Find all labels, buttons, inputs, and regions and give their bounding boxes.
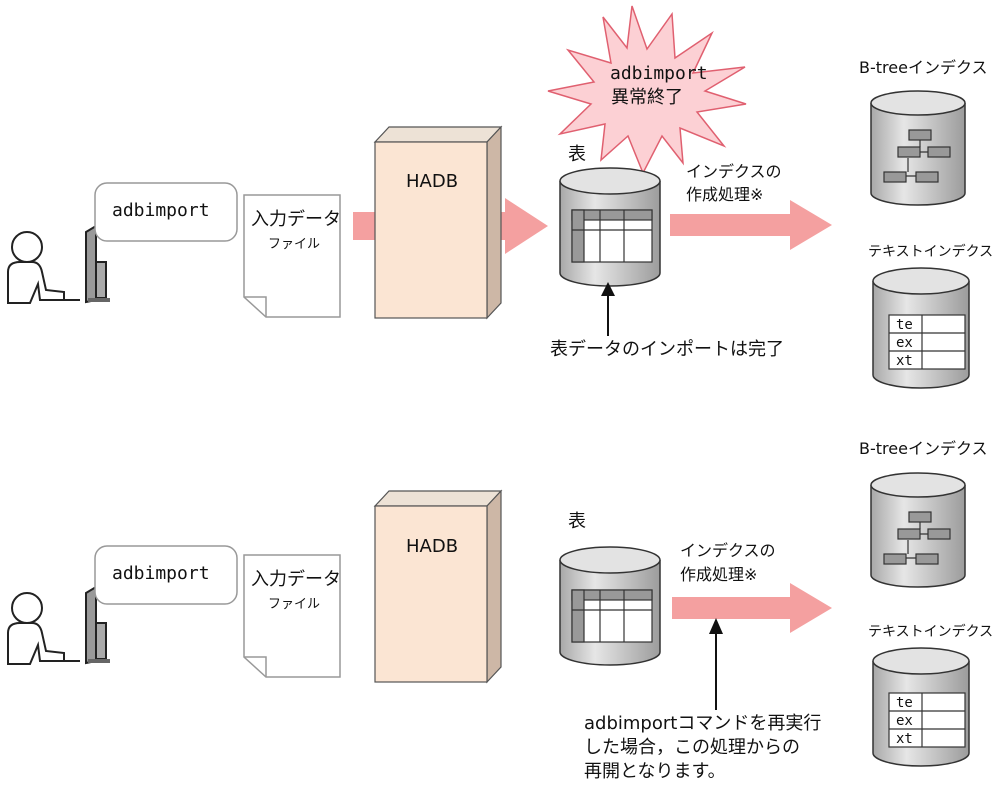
text-index-row: te [896,695,913,711]
text-index-cylinder-top [872,267,970,389]
hadb-label: HADB [406,171,459,192]
hadb-server-box [373,489,503,684]
index-arrow-top [670,200,832,250]
abend-starburst [547,5,747,175]
table-grid-icon [571,589,653,643]
text-index-row: xt [896,731,913,747]
abend-label-line2: 異常終了 [611,87,683,108]
input-file-label: 入力データ [251,209,341,230]
index-process-label-line2: 作成処理※ [680,565,758,584]
index-process-label-line1: インデクスの [686,162,782,181]
rerun-note-line3: 再開となります。 [584,761,726,782]
user-command-label: adbimport [112,200,210,221]
text-index-row: ex [896,335,913,351]
index-process-label-line1: インデクスの [680,541,776,560]
import-done-pointer [601,282,615,336]
table-cylinder-bottom [559,546,661,666]
user-speech-bubble [94,182,238,242]
text-index-row: te [896,317,913,333]
table-cylinder-top [559,167,661,287]
input-file-label-sub: ファイル [268,597,321,612]
text-index-label: テキストインデクス [868,624,994,640]
input-file-label-sub: ファイル [268,237,321,252]
table-label: 表 [568,511,586,532]
btree-icon [883,511,951,565]
btree-index-label: B-treeインデクス [859,439,988,458]
rerun-note-line2: した場合，この処理からの [584,737,800,758]
text-index-row: xt [896,353,913,369]
user-icon [7,592,80,665]
input-file-icon [243,554,341,678]
monitor-icon [85,224,110,304]
hadb-label: HADB [406,536,459,557]
btree-index-label: B-treeインデクス [859,58,988,77]
abend-label-line1: adbimport [610,63,708,84]
text-index-row: ex [896,713,913,729]
table-grid-icon [571,209,653,263]
user-speech-bubble [94,545,238,605]
user-command-label: adbimport [112,563,210,584]
input-file-icon [243,194,341,318]
hadb-server-box [373,125,503,320]
btree-cylinder-bottom [870,472,966,588]
table-label: 表 [568,144,586,165]
user-icon [7,231,80,304]
btree-icon [883,129,951,183]
monitor-icon [85,585,110,665]
btree-cylinder-top [870,90,966,206]
import-done-note: 表データのインポートは完了 [550,339,784,360]
rerun-note-line1: adbimportコマンドを再実行 [584,713,822,734]
input-file-label: 入力データ [251,569,341,590]
rerun-pointer [709,618,723,710]
text-index-cylinder-bottom [872,647,970,767]
index-arrow-bottom [672,583,832,633]
index-process-label-line2: 作成処理※ [686,185,764,204]
text-index-label: テキストインデクス [868,244,994,260]
